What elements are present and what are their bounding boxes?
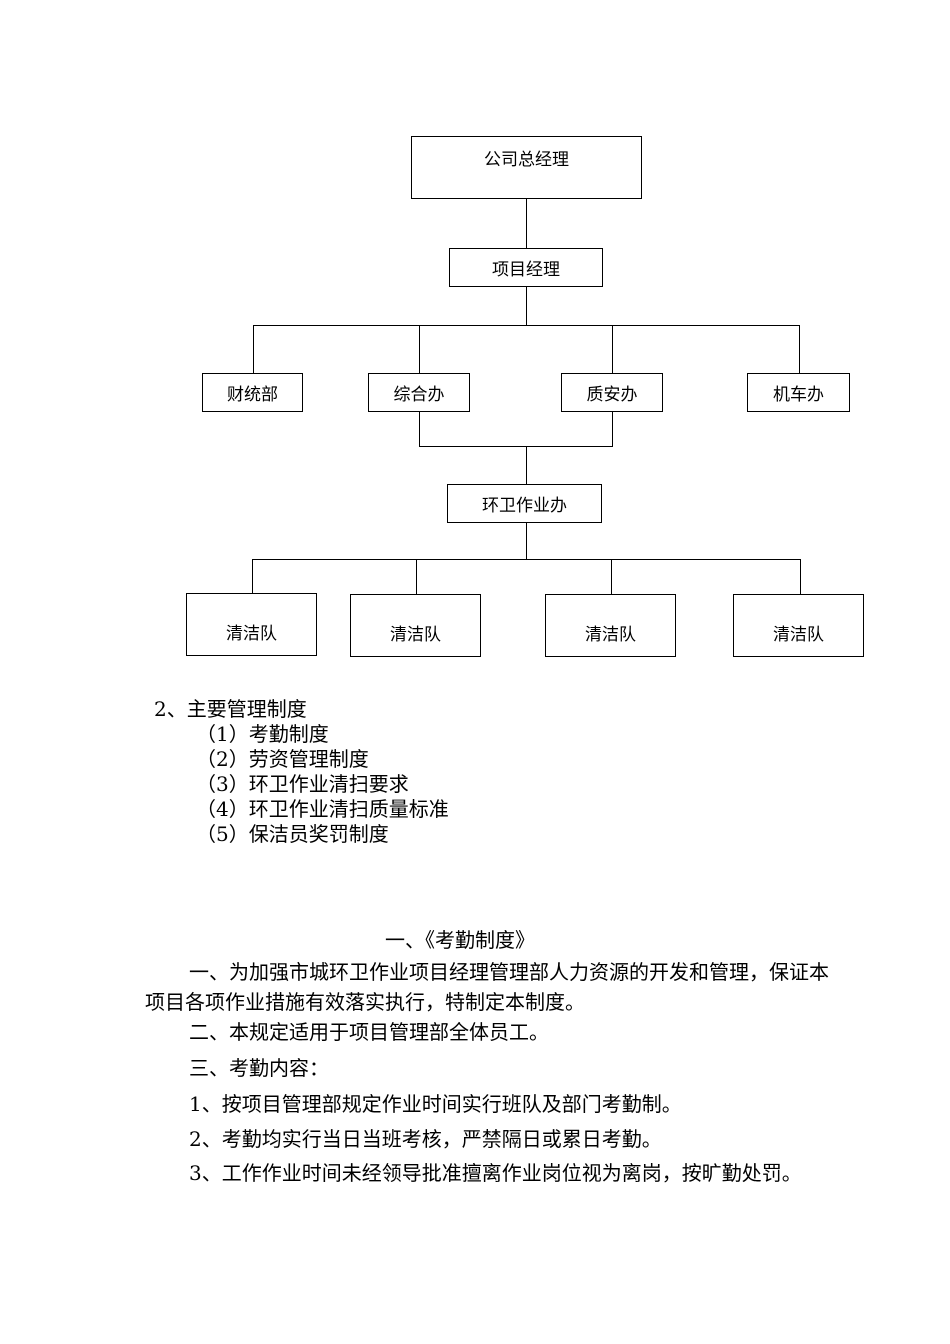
- connector-line: [252, 559, 801, 560]
- connector-line: [252, 559, 253, 594]
- cleaning-team-box: 清洁队: [186, 593, 317, 656]
- department-box-quality-safety: 质安办: [561, 373, 663, 412]
- connector-line: [526, 286, 527, 325]
- cleaning-team-box: 清洁队: [350, 594, 481, 657]
- department-box-finance: 财统部: [202, 373, 303, 412]
- article-paragraph: 3、工作作业时间未经领导批准擅离作业岗位视为离岗，按旷勤处罚。: [189, 1161, 802, 1185]
- connector-line: [253, 325, 254, 374]
- connector-line: [526, 447, 527, 485]
- article-paragraph: 2、考勤均实行当日当班考核，严禁隔日或累日考勤。: [189, 1127, 662, 1151]
- connector-line: [526, 522, 527, 559]
- project-manager-box: 项目经理: [449, 248, 603, 287]
- connector-line: [526, 198, 527, 248]
- connector-line: [612, 411, 613, 447]
- department-box-general-office: 综合办: [368, 373, 470, 412]
- connector-line: [416, 559, 417, 595]
- connector-line: [253, 325, 800, 326]
- sanitation-office-box: 环卫作业办: [447, 484, 602, 523]
- connector-line: [419, 411, 420, 447]
- connector-line: [799, 325, 800, 374]
- cleaning-team-box: 清洁队: [545, 594, 676, 657]
- connector-line: [612, 325, 613, 374]
- list-item: （5）保洁员奖罚制度: [196, 822, 389, 846]
- list-item: （3）环卫作业清扫要求: [196, 772, 409, 796]
- connector-line: [800, 559, 801, 595]
- department-box-vehicles: 机车办: [747, 373, 850, 412]
- article-paragraph: 1、按项目管理部规定作业时间实行班队及部门考勤制。: [189, 1092, 682, 1116]
- connector-line: [419, 446, 613, 447]
- connector-line: [611, 559, 612, 595]
- article-title: 一、《考勤制度》: [385, 928, 535, 952]
- article-paragraph: 一、为加强市城环卫作业项目经理管理部人力资源的开发和管理，保证本项目各项作业措施…: [145, 960, 829, 1014]
- article-paragraph: 三、考勤内容：: [189, 1056, 329, 1080]
- list-item: （1）考勤制度: [196, 722, 329, 746]
- list-item: （4）环卫作业清扫质量标准: [196, 797, 449, 821]
- article-paragraph: 二、本规定适用于项目管理部全体员工。: [189, 1020, 549, 1044]
- section-heading: 2、主要管理制度: [154, 697, 307, 721]
- cleaning-team-box: 清洁队: [733, 594, 864, 657]
- list-item: （2）劳资管理制度: [196, 747, 369, 771]
- general-manager-box: 公司总经理: [411, 136, 642, 199]
- connector-line: [419, 325, 420, 374]
